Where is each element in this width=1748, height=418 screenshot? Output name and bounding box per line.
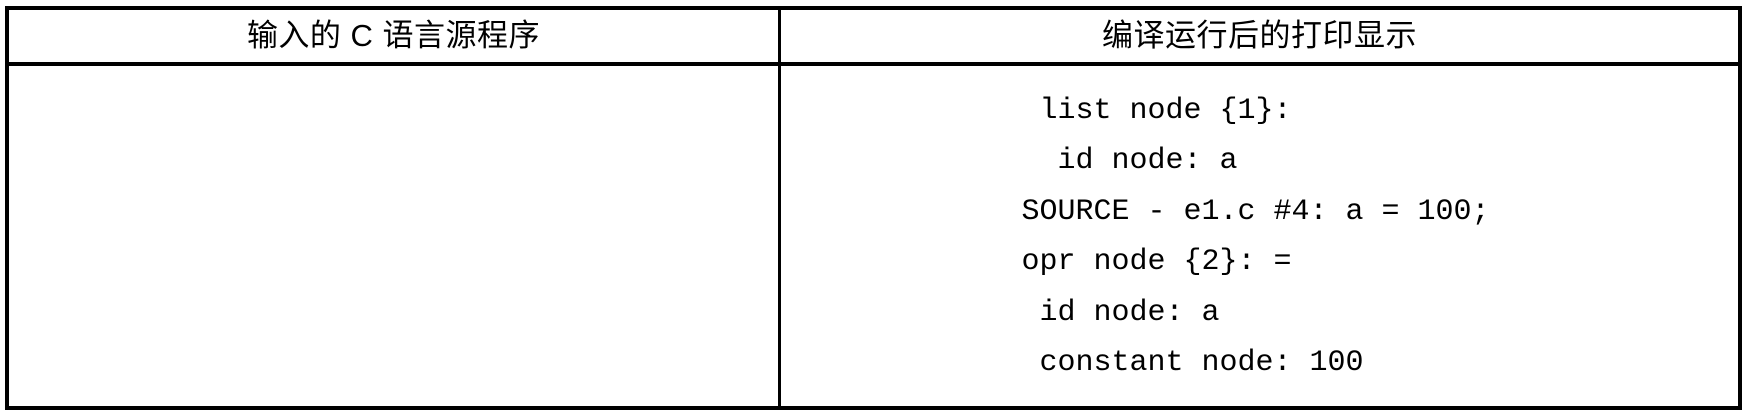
- output-line: SOURCE - e1.c #4: a = 100;: [1021, 194, 1490, 229]
- header-cell-source-program: 输入的 C 语言源程序: [9, 10, 781, 62]
- output-line: id node: a: [1021, 295, 1220, 330]
- source-program-header-label: 输入的 C 语言源程序: [246, 18, 541, 54]
- table-body-row: list node {1}: id node: a SOURCE - e1.c #…: [9, 66, 1738, 406]
- comparison-table: 输入的 C 语言源程序 编译运行后的打印显示 list node {1}: id…: [5, 6, 1742, 410]
- source-program-code: [9, 66, 778, 406]
- output-line: list node {1}:: [1021, 93, 1292, 128]
- body-cell-compiled-output: list node {1}: id node: a SOURCE - e1.c #…: [781, 66, 1738, 406]
- header-cell-compiled-output: 编译运行后的打印显示: [781, 10, 1738, 62]
- output-line: id node: a: [1021, 144, 1238, 178]
- table-header-row: 输入的 C 语言源程序 编译运行后的打印显示: [9, 10, 1738, 66]
- output-line: constant node: 100: [1021, 346, 1364, 380]
- body-cell-source-program: [9, 66, 781, 406]
- compiled-output-header-label: 编译运行后的打印显示: [1102, 18, 1417, 54]
- output-line: opr node {2}: =: [1021, 245, 1292, 279]
- compiler-output-text: list node {1}: id node: a SOURCE - e1.c #…: [1021, 84, 1489, 389]
